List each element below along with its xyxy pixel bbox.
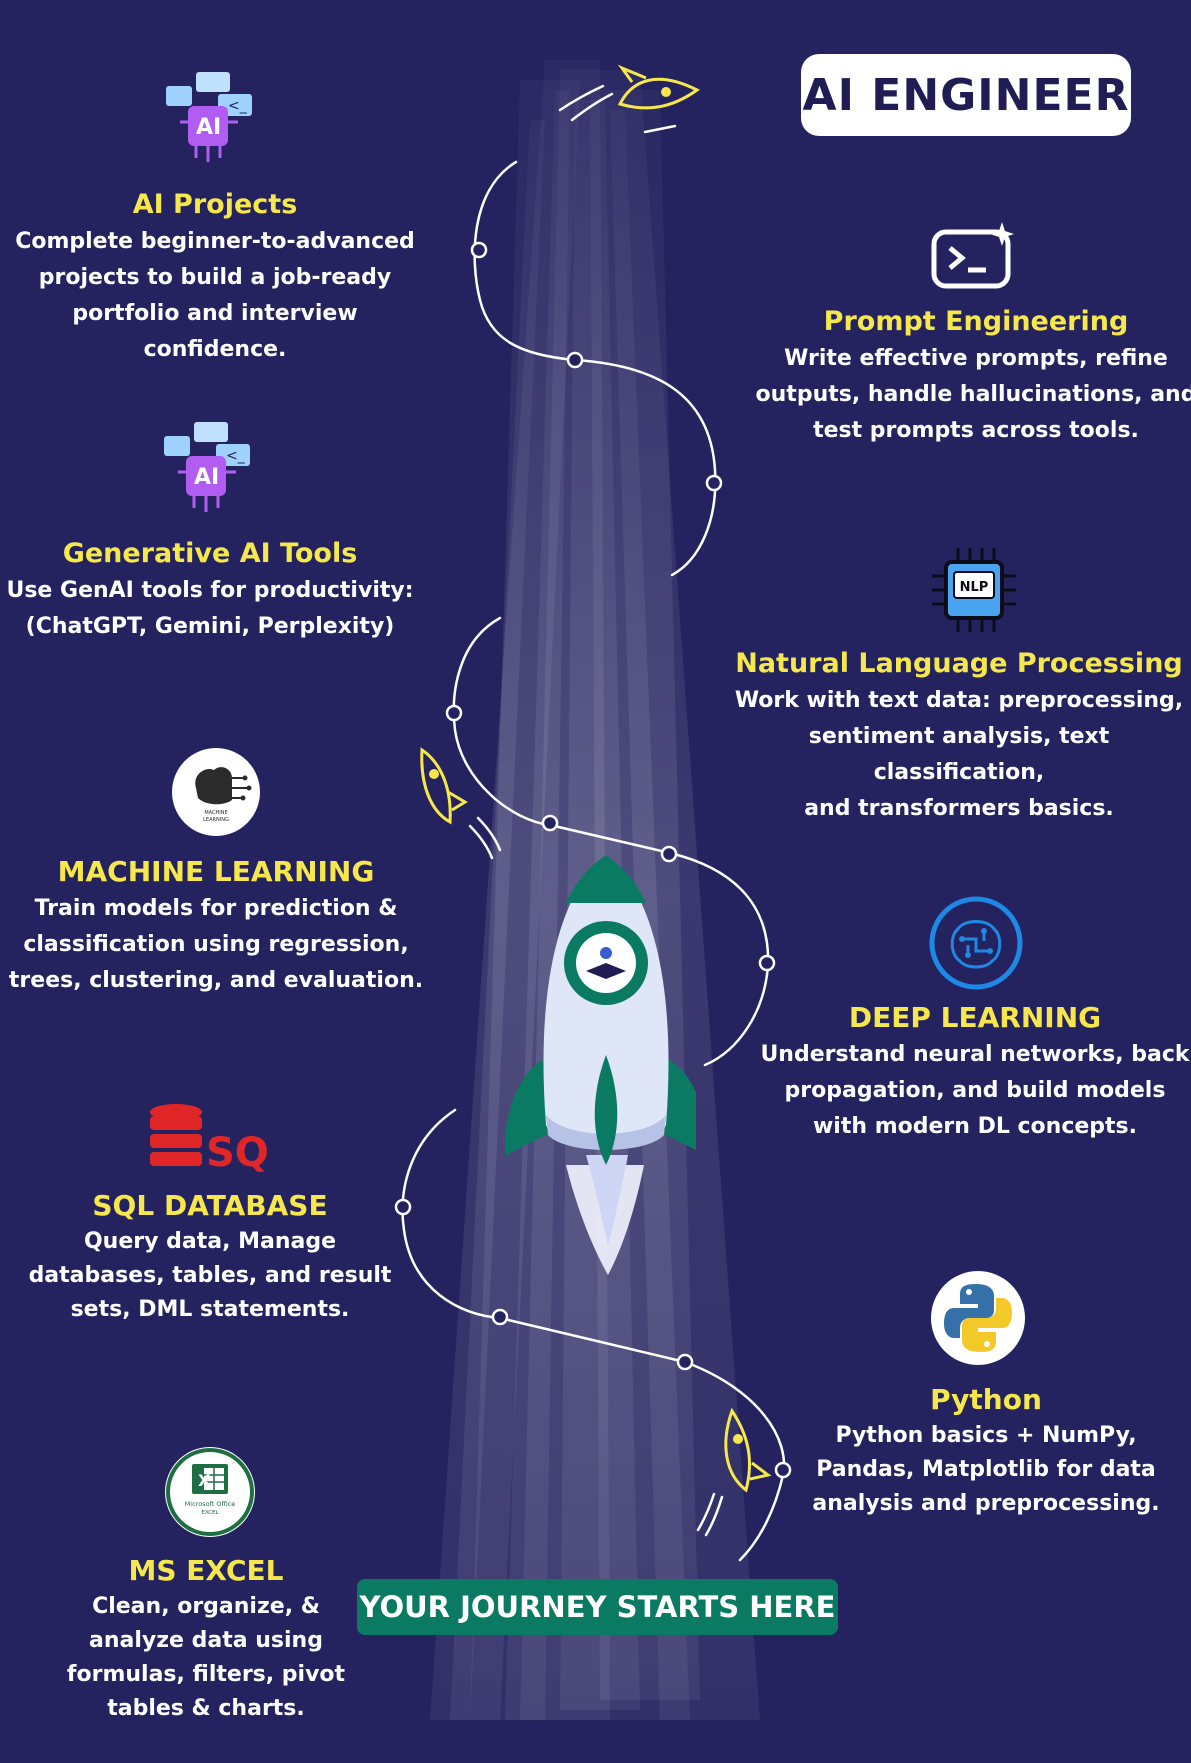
journey-start-banner: YOUR JOURNEY STARTS HERE bbox=[357, 1579, 838, 1635]
step-excel: MS EXCEL Clean, organize, & analyze data… bbox=[46, 1552, 366, 1726]
step-desc-line: Use GenAI tools for productivity: bbox=[6, 578, 414, 603]
step-title: AI Projects bbox=[132, 189, 298, 220]
step-desc-line: portfolio and interview confidence. bbox=[72, 301, 358, 362]
step-python: Python Python basics + NumPy, Pandas, Ma… bbox=[780, 1381, 1191, 1521]
step-desc-line: Complete beginner-to-advanced bbox=[15, 229, 415, 254]
step-title: Python bbox=[930, 1383, 1042, 1416]
step-desc-line: tables & charts. bbox=[107, 1696, 305, 1721]
step-title: MS EXCEL bbox=[128, 1554, 284, 1587]
nlp-chip-icon: NLP bbox=[932, 548, 1016, 632]
svg-text:X: X bbox=[198, 1471, 211, 1490]
step-sql: SQL DATABASE Query data, Manage database… bbox=[10, 1187, 410, 1327]
page-title-box: AI ENGINEER bbox=[801, 54, 1131, 136]
step-desc-line: outputs, handle hallucinations, and bbox=[755, 382, 1191, 407]
step-desc-line: propagation, and build models bbox=[784, 1078, 1166, 1103]
step-title: SQL DATABASE bbox=[92, 1189, 328, 1222]
step-desc-line: databases, tables, and result bbox=[28, 1263, 392, 1288]
excel-logo-icon: X Microsoft Office EXCEL bbox=[165, 1447, 255, 1537]
small-rocket-icon bbox=[420, 747, 468, 825]
step-desc-line: classification using regression, bbox=[23, 932, 409, 957]
step-machine-learning: MACHINE LEARNING Train models for predic… bbox=[0, 853, 432, 999]
step-deep-learning: DEEP LEARNING Understand neural networks… bbox=[745, 999, 1191, 1145]
step-title: Prompt Engineering bbox=[823, 306, 1129, 337]
page-title: AI ENGINEER bbox=[802, 69, 1130, 121]
main-rocket-illustration bbox=[505, 855, 696, 1275]
step-desc-line: analysis and preprocessing. bbox=[812, 1491, 1160, 1516]
ai-chat-icon: <_ AI bbox=[166, 72, 252, 162]
ai-chat-icon: <_ AI bbox=[164, 422, 250, 512]
step-prompt-engineering: Prompt Engineering Write effective promp… bbox=[750, 303, 1191, 449]
ml-icon-label: LEARNING bbox=[203, 817, 229, 823]
step-nlp: Natural Language Processing Work with te… bbox=[726, 645, 1191, 827]
svg-text:<_: <_ bbox=[226, 448, 246, 464]
step-desc-line: sets, DML statements. bbox=[70, 1297, 350, 1322]
svg-text:<_: <_ bbox=[228, 98, 248, 114]
nlp-label: NLP bbox=[960, 580, 989, 595]
step-desc-line: analyze data using bbox=[89, 1628, 323, 1653]
journey-start-label: YOUR JOURNEY STARTS HERE bbox=[359, 1590, 836, 1624]
step-title: Generative AI Tools bbox=[62, 538, 358, 569]
sql-icon-label: SQL bbox=[206, 1130, 272, 1172]
step-ai-projects: AI Projects Complete beginner-to-advance… bbox=[0, 186, 430, 368]
step-title: MACHINE LEARNING bbox=[57, 855, 375, 888]
step-title: DEEP LEARNING bbox=[848, 1001, 1102, 1034]
database-icon: SQL bbox=[150, 1104, 272, 1172]
step-desc-line: and transformers basics. bbox=[804, 796, 1114, 821]
svg-text:AI: AI bbox=[196, 115, 221, 140]
ml-icon-label: MACHINE bbox=[204, 810, 227, 816]
svg-text:AI: AI bbox=[194, 465, 219, 490]
step-desc-line: projects to build a job-ready bbox=[38, 265, 392, 290]
step-desc-line: Write effective prompts, refine bbox=[784, 346, 1168, 371]
step-desc-line: Clean, organize, & bbox=[92, 1594, 320, 1619]
step-desc-line: with modern DL concepts. bbox=[812, 1114, 1138, 1139]
excel-icon-label: Microsoft Office bbox=[185, 1500, 236, 1508]
step-desc-line: Understand neural networks, back bbox=[760, 1042, 1190, 1067]
step-desc-line: trees, clustering, and evaluation. bbox=[8, 968, 424, 993]
step-desc-line: Work with text data: preprocessing, bbox=[734, 688, 1184, 713]
step-desc-line: Query data, Manage bbox=[83, 1229, 337, 1254]
step-desc-line: sentiment analysis, text classification, bbox=[808, 724, 1110, 785]
small-rocket-icon bbox=[724, 1407, 772, 1493]
step-desc-line: formulas, filters, pivot bbox=[66, 1662, 346, 1687]
excel-icon-label: EXCEL bbox=[201, 1510, 219, 1516]
step-genai-tools: Generative AI Tools Use GenAI tools for … bbox=[0, 535, 420, 645]
terminal-sparkle-icon bbox=[931, 222, 1014, 289]
step-desc-line: test prompts across tools. bbox=[813, 418, 1139, 443]
step-desc-line: (ChatGPT, Gemini, Perplexity) bbox=[25, 614, 395, 639]
neural-circuit-icon bbox=[929, 896, 1023, 990]
step-desc-line: Train models for prediction & bbox=[34, 896, 398, 921]
python-logo-icon bbox=[931, 1271, 1025, 1365]
step-desc-line: Python basics + NumPy, bbox=[835, 1423, 1137, 1448]
small-rocket-icon bbox=[617, 64, 700, 110]
brain-circuit-icon: MACHINE LEARNING bbox=[172, 748, 260, 836]
step-title: Natural Language Processing bbox=[735, 648, 1183, 679]
step-desc-line: Pandas, Matplotlib for data bbox=[816, 1457, 1156, 1482]
